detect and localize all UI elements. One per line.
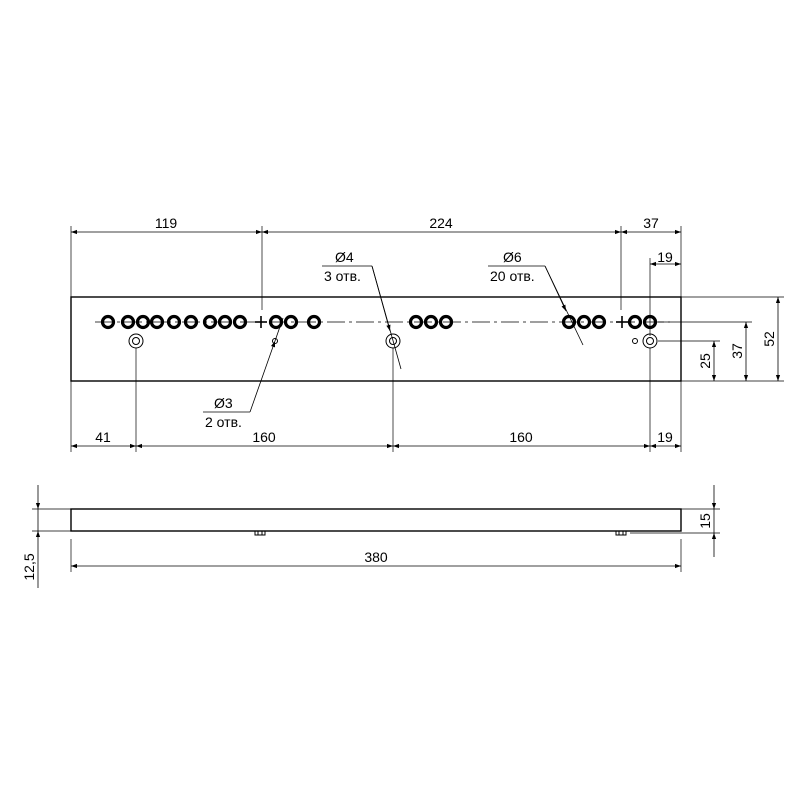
hole-d6-7 [202, 314, 218, 330]
hole-d6-18 [591, 314, 607, 330]
dim-25: 25 [697, 353, 713, 369]
callout-d4-count: 3 отв. [324, 268, 361, 284]
hole-d6-3 [135, 314, 151, 330]
dim-37-right: 37 [729, 343, 745, 359]
hole-d6-11 [283, 314, 299, 330]
pin-right [615, 530, 627, 536]
dim-160-right: 160 [509, 429, 533, 445]
hole-d6-17 [576, 314, 592, 330]
hole-d6-19 [627, 314, 643, 330]
right-dimension-chain [658, 296, 784, 382]
callout-d3-diameter: Ø3 [214, 395, 233, 411]
callout-d3-count: 2 отв. [205, 414, 242, 430]
bottom-dimension-chain [70, 348, 682, 452]
hole-d6-1 [100, 314, 116, 330]
dim-37: 37 [643, 215, 659, 231]
callout-d6-diameter: Ø6 [503, 249, 522, 265]
plate-outline-side [70, 508, 682, 532]
hole-row-d6 [100, 314, 658, 330]
hole-d6-8 [217, 314, 233, 330]
hole-d6-5 [166, 314, 182, 330]
plate-outline-top [70, 296, 682, 382]
hole-d6-2 [120, 314, 136, 330]
hole-d6-14 [423, 314, 439, 330]
dim-224: 224 [429, 215, 453, 231]
hole-d3-right [632, 338, 638, 344]
dim-15: 15 [697, 513, 713, 529]
hole-d6-12 [306, 314, 322, 330]
side-view: 380 15 12,5 [21, 485, 720, 588]
pin-left [254, 530, 266, 536]
hole-d6-4 [149, 314, 165, 330]
hole-d4-left [128, 333, 144, 349]
callout-d6-count: 20 отв. [490, 268, 535, 284]
top-view: 119 224 37 19 52 37 25 41 [70, 215, 784, 452]
dim-119: 119 [155, 215, 178, 231]
dim-52: 52 [761, 331, 777, 347]
dim-15-lines [630, 485, 720, 557]
hole-d6-9 [232, 314, 248, 330]
cross-mark-left [255, 316, 267, 328]
dim-19-bottom: 19 [657, 429, 673, 445]
hole-d4-right [642, 333, 658, 349]
cross-mark-right [616, 316, 628, 328]
hole-d6-6 [183, 314, 199, 330]
dim-380: 380 [364, 549, 388, 565]
hole-d6-13 [408, 314, 424, 330]
hole-d6-15 [438, 314, 454, 330]
callout-d4 [322, 265, 402, 370]
callout-d4-diameter: Ø4 [335, 249, 354, 265]
callout-d6 [488, 265, 584, 346]
dim-41: 41 [95, 429, 111, 445]
callout-d3 [203, 317, 284, 413]
dim-12-5-lines [32, 485, 71, 588]
dim-380-lines [70, 539, 682, 572]
dim-160-left: 160 [252, 429, 276, 445]
top-dimension-chain [70, 226, 682, 336]
dim-12-5: 12,5 [21, 553, 37, 580]
dim-19-top: 19 [657, 249, 673, 265]
